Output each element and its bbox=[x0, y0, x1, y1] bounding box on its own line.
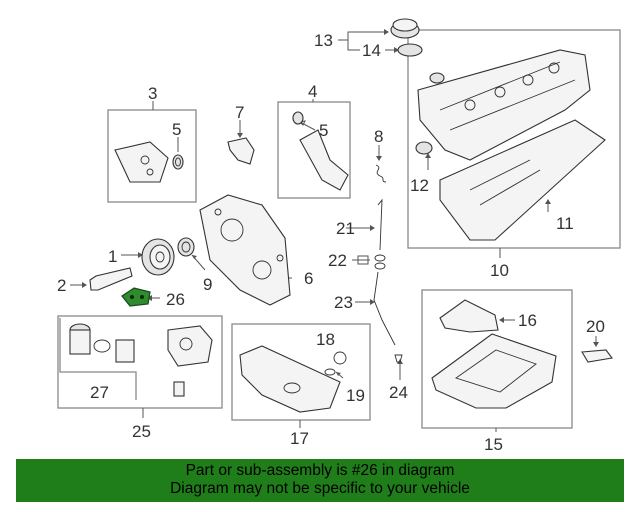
timing-guide bbox=[292, 111, 349, 191]
callout-26: 26 bbox=[166, 290, 185, 309]
valve-cover-gasket bbox=[439, 119, 606, 241]
group-box-27 bbox=[59, 318, 137, 400]
callout-19: 19 bbox=[346, 386, 365, 405]
group-box-17 bbox=[231, 323, 371, 421]
callout-15: 15 bbox=[484, 435, 503, 454]
banner-line-2: Diagram may not be specific to your vehi… bbox=[170, 480, 470, 497]
oil-filler-cap bbox=[390, 18, 420, 39]
clip bbox=[375, 164, 387, 183]
oil-filter-kit bbox=[69, 323, 135, 363]
callout-13: 13 bbox=[314, 31, 333, 50]
callout-7: 7 bbox=[235, 103, 244, 122]
callout-6: 6 bbox=[304, 269, 313, 288]
callout-9: 9 bbox=[203, 275, 212, 294]
callouts: 1 2 3 4 5 5 6 7 8 9 10 11 12 13 14 15 16… bbox=[57, 31, 605, 454]
callout-5b: 5 bbox=[319, 121, 328, 140]
callout-22: 22 bbox=[328, 251, 347, 270]
group-box-10 bbox=[407, 29, 621, 249]
upper-oil-pan bbox=[239, 345, 341, 413]
front-cover-plate bbox=[114, 141, 169, 183]
oil-baffle bbox=[439, 299, 499, 333]
seal-5a bbox=[172, 154, 184, 170]
callout-3: 3 bbox=[148, 84, 157, 103]
dipstick-assembly bbox=[373, 198, 396, 346]
side-plate bbox=[581, 349, 613, 363]
oil-pan-seals bbox=[324, 351, 347, 376]
callout-1: 1 bbox=[108, 247, 117, 266]
callout-11: 11 bbox=[556, 214, 574, 233]
group-box-3 bbox=[107, 109, 197, 203]
callout-8: 8 bbox=[374, 127, 383, 146]
group-box-25 bbox=[57, 315, 223, 409]
callout-27: 27 bbox=[90, 383, 109, 402]
callout-2: 2 bbox=[57, 276, 66, 295]
callout-17: 17 bbox=[290, 429, 309, 448]
callout-12: 12 bbox=[410, 176, 429, 195]
callout-10: 10 bbox=[490, 261, 509, 280]
group-box-15 bbox=[421, 289, 573, 429]
callout-16: 16 bbox=[518, 311, 537, 330]
callout-25: 25 bbox=[132, 422, 151, 441]
callout-4: 4 bbox=[308, 82, 317, 101]
bracket bbox=[227, 137, 255, 165]
pulley-bolt bbox=[89, 267, 133, 291]
cap-seal bbox=[397, 43, 423, 57]
crank-pulley bbox=[141, 238, 175, 276]
leader-lines bbox=[70, 29, 599, 432]
highlighted-part-26 bbox=[121, 287, 151, 307]
callout-20: 20 bbox=[586, 317, 605, 336]
valve-cover bbox=[417, 49, 591, 161]
callout-23: 23 bbox=[334, 293, 353, 312]
info-banner: Part or sub-assembly is #26 in diagram D… bbox=[16, 459, 624, 502]
grommet bbox=[415, 141, 433, 155]
oil-filter-housing bbox=[167, 325, 213, 397]
lower-oil-pan bbox=[431, 333, 557, 409]
callout-21: 21 bbox=[336, 219, 355, 238]
callout-5a: 5 bbox=[172, 120, 181, 139]
timing-cover bbox=[199, 194, 291, 306]
callout-18: 18 bbox=[316, 330, 335, 349]
banner-line-1: Part or sub-assembly is #26 in diagram bbox=[185, 462, 455, 479]
callout-14: 14 bbox=[362, 41, 381, 60]
dipstick-tube-seal bbox=[394, 354, 403, 363]
group-box-4 bbox=[277, 101, 351, 199]
callout-24: 24 bbox=[389, 383, 408, 402]
front-seal bbox=[177, 237, 195, 257]
